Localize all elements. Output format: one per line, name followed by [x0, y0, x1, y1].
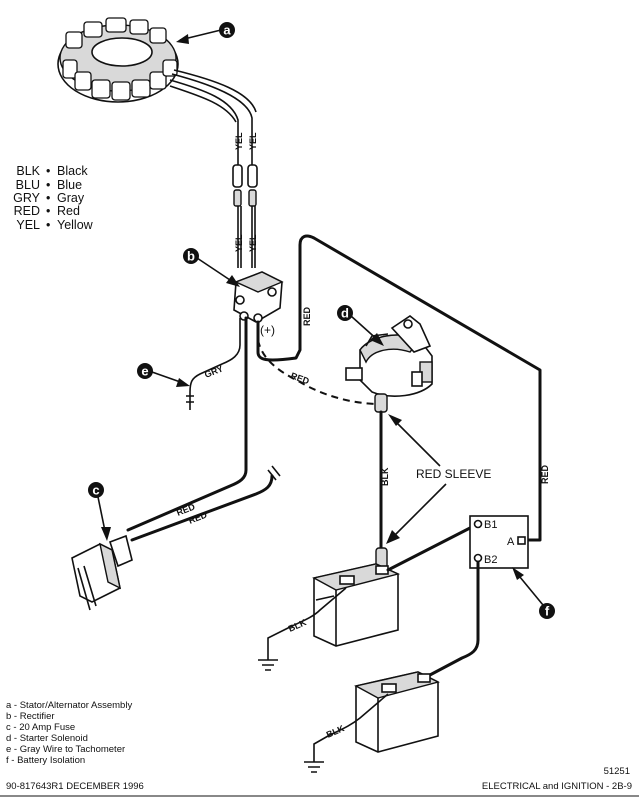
legend-name-2: Gray — [57, 191, 85, 205]
red-sleeve-solenoid — [374, 393, 388, 413]
caption-c: c - 20 Amp Fuse — [6, 722, 75, 733]
fuse-holder — [71, 534, 133, 611]
legend-code-2: GRY — [13, 191, 41, 205]
red-sleeve-label: RED SLEEVE — [416, 467, 491, 481]
svg-text:a: a — [223, 23, 231, 38]
ground-symbol-2 — [304, 761, 324, 773]
caption-a: a - Stator/Alternator Assembly — [6, 700, 132, 711]
legend-name-4: Yellow — [57, 218, 94, 232]
caption-e: e - Gray Wire to Tachometer — [6, 744, 125, 755]
callout-a: a — [176, 22, 235, 44]
svg-text:d: d — [341, 306, 349, 321]
callout-e: e — [137, 363, 190, 387]
callout-c: c — [88, 482, 111, 541]
isolator-terminal-b1: B1 — [484, 519, 497, 531]
wire-label-blk-1: BLK — [380, 467, 390, 486]
wire-label-red-1: RED — [302, 306, 312, 326]
legend-bullet-3: • — [46, 204, 50, 218]
callout-d: d — [337, 305, 384, 346]
caption-b: b - Rectifier — [6, 711, 55, 722]
color-legend: BLK • Black BLU • Blue GRY • Gray RED • … — [13, 164, 94, 232]
legend-bullet-2: • — [46, 191, 50, 205]
wire-label-yel-4: YEL — [248, 234, 258, 252]
battery-1 — [312, 563, 401, 647]
isolator-terminal-b2: B2 — [484, 554, 497, 566]
bullet-connectors — [232, 164, 258, 207]
legend-code-0: BLK — [16, 164, 40, 178]
svg-text:e: e — [141, 364, 148, 379]
wire-label-gry: GRY — [203, 363, 225, 379]
svg-text:c: c — [92, 483, 99, 498]
svg-text:b: b — [187, 249, 195, 264]
stator-assembly — [57, 17, 179, 103]
legend-name-0: Black — [57, 164, 88, 178]
rectifier — [233, 271, 284, 323]
callout-b: b — [183, 248, 240, 287]
legend-bullet-1: • — [46, 178, 50, 192]
svg-text:f: f — [545, 604, 550, 619]
wire-label-yel-3: YEL — [234, 234, 244, 252]
legend-code-3: RED — [14, 204, 40, 218]
wire-label-red-dashed: RED — [289, 370, 311, 386]
callout-f: f — [512, 567, 555, 619]
parts-captions: a - Stator/Alternator Assembly b - Recti… — [6, 700, 132, 766]
starter-solenoid — [345, 315, 433, 397]
caption-d: d - Starter Solenoid — [6, 733, 88, 744]
legend-name-1: Blue — [57, 178, 82, 192]
isolator-terminal-a: A — [507, 536, 515, 548]
caption-f: f - Battery Isolation — [6, 755, 85, 766]
legend-code-4: YEL — [16, 218, 40, 232]
wire-label-red-2: RED — [540, 464, 550, 484]
fuse-positive-label: (+) — [260, 323, 275, 337]
legend-bullet-4: • — [46, 218, 50, 232]
wire-label-yel-2: YEL — [248, 132, 258, 150]
footer-left: 90-817643R1 DECEMBER 1996 — [6, 781, 144, 792]
ground-symbol-1 — [258, 659, 278, 671]
legend-bullet-0: • — [46, 164, 50, 178]
battery-isolator — [469, 515, 529, 569]
legend-name-3: Red — [57, 204, 80, 218]
battery-2 — [354, 671, 440, 753]
figure-number: 51251 — [604, 766, 630, 777]
legend-code-1: BLU — [16, 178, 40, 192]
wire-label-blk-3: BLK — [325, 723, 346, 740]
footer-right: ELECTRICAL and IGNITION - 2B-9 — [482, 781, 632, 792]
wire-label-yel-1: YEL — [234, 132, 244, 150]
